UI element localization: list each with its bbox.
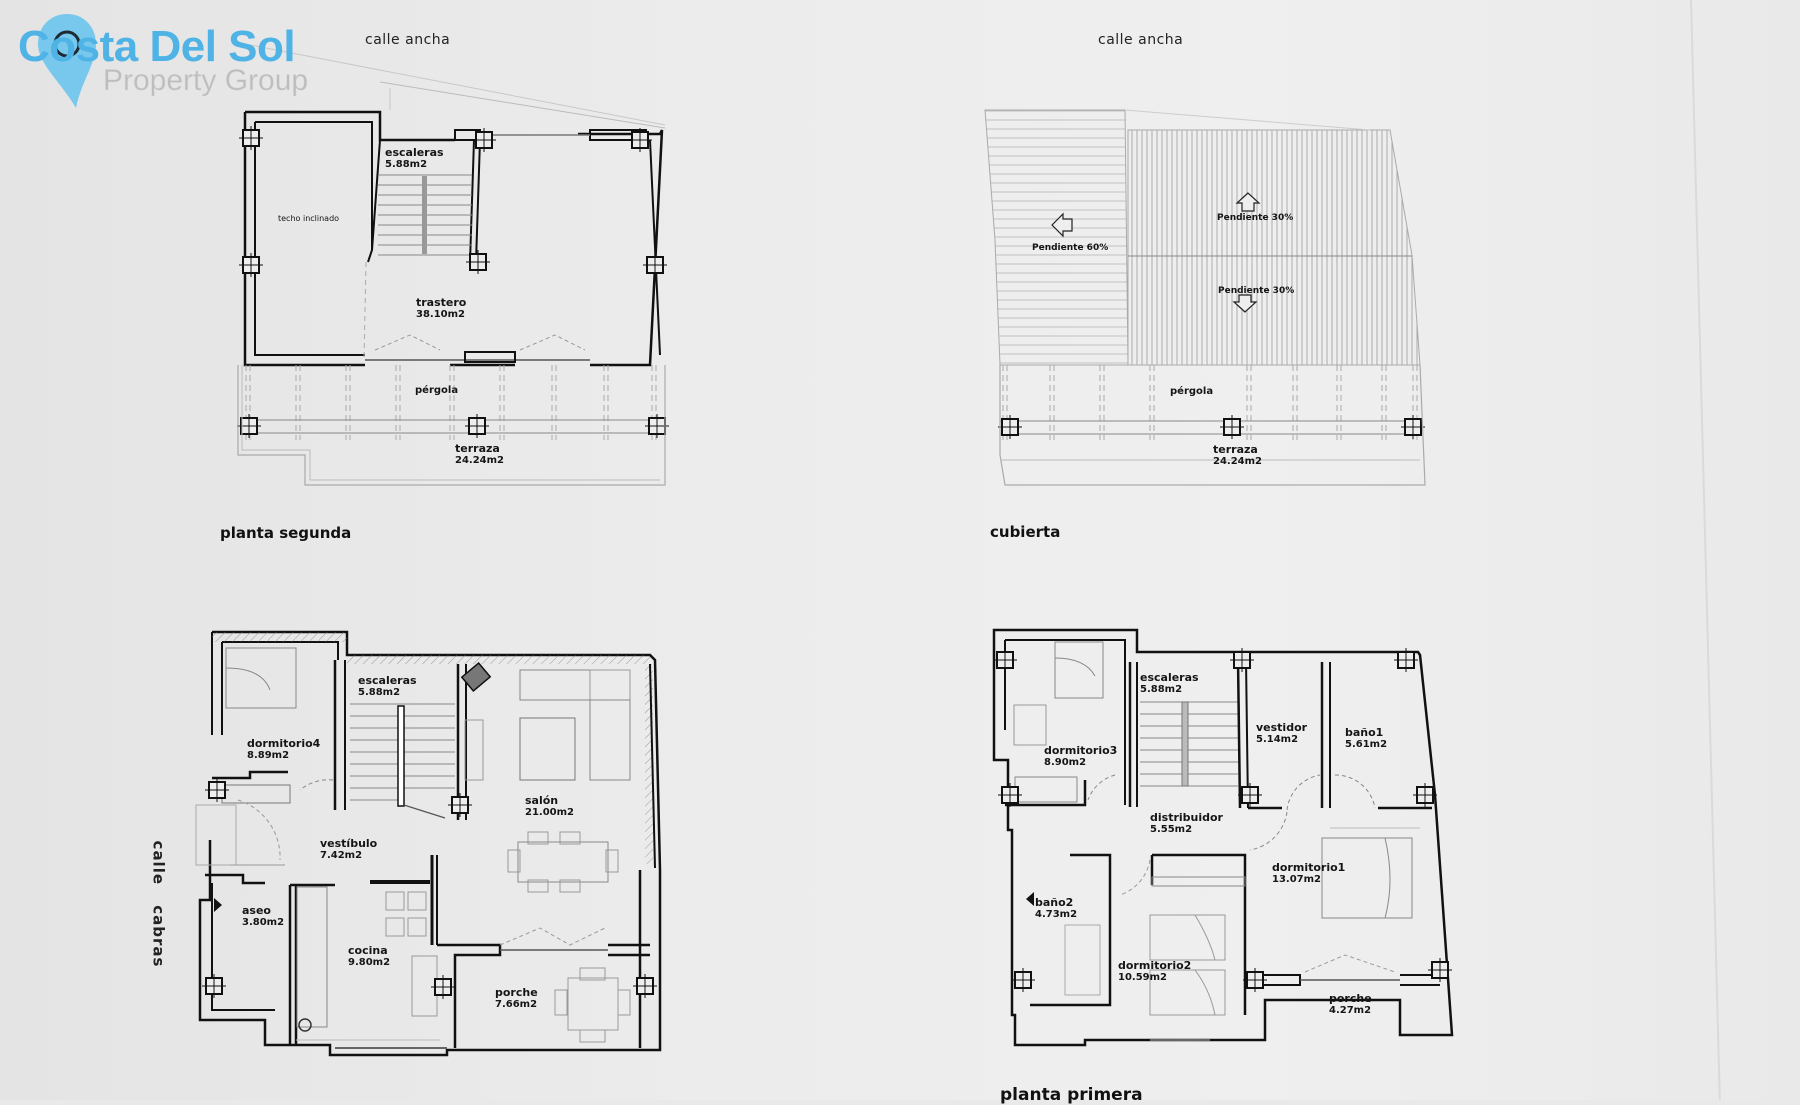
street-label-top-left: calle ancha — [365, 32, 451, 48]
logo-name: Costa Del Sol — [18, 22, 296, 71]
slope-label: Pendiente 30% — [1218, 286, 1295, 296]
plan-planta-primera — [992, 628, 1454, 1047]
plan-planta-baja — [195, 630, 662, 1057]
plan-title-planta-segunda: planta segunda — [220, 524, 352, 542]
room-label: pérgola — [415, 385, 459, 396]
plan-planta-segunda — [236, 81, 670, 486]
slope-label: Pendiente 60% — [1032, 243, 1109, 253]
street-label-top-right: calle ancha — [1098, 32, 1184, 48]
room-label: pérgola — [1170, 386, 1214, 397]
logo-tagline: Property Group — [103, 64, 309, 98]
plan-cubierta — [984, 109, 1426, 486]
plan-title-planta-primera: planta primera — [1000, 1085, 1143, 1105]
plan-title-cubierta: cubierta — [990, 523, 1061, 541]
slope-label: Pendiente 30% — [1217, 213, 1294, 223]
company-logo: Costa Del Sol Property Group — [8, 12, 328, 112]
map-pin-icon — [38, 14, 96, 108]
room-label: techo inclinado — [278, 214, 340, 223]
street-label-side: calle cabras — [149, 840, 168, 968]
